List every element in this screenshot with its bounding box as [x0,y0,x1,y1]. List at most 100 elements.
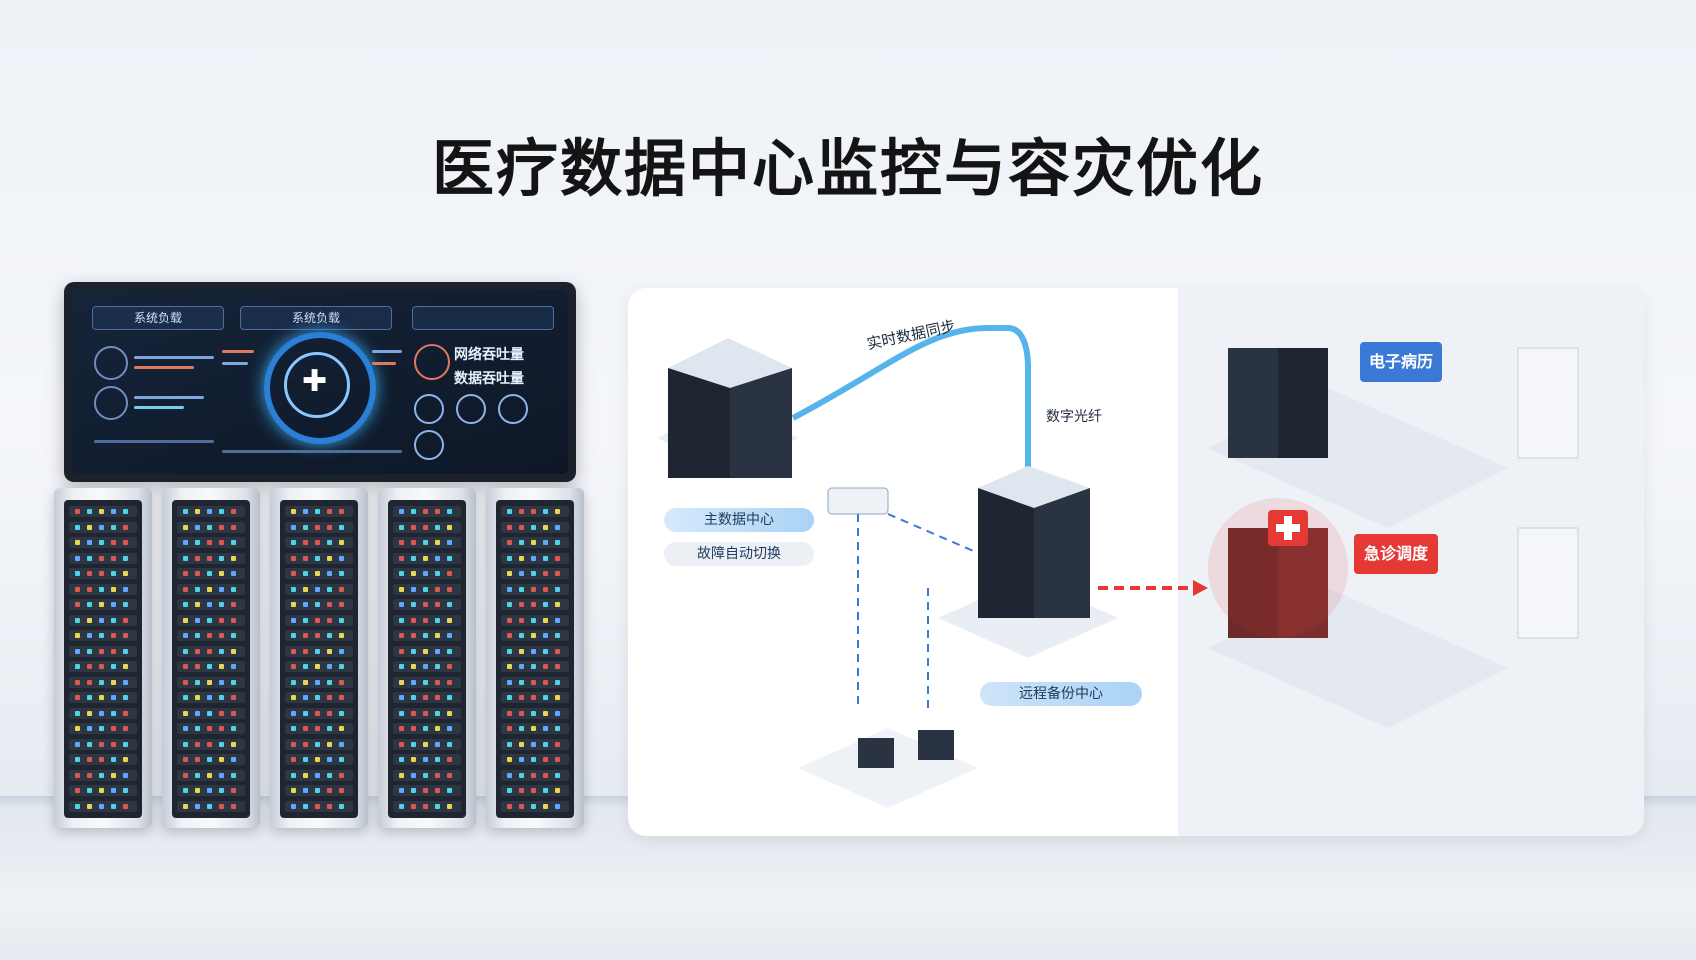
server-slot [285,738,353,750]
status-led [315,524,320,530]
status-led [507,602,512,607]
status-led [291,710,296,716]
status-led [111,726,116,731]
status-led [507,664,512,669]
status-led [507,788,512,793]
server-slot [285,630,353,641]
status-led [99,710,104,716]
sync-pipe [791,325,1031,478]
status-led [531,695,536,700]
status-led [303,772,308,778]
server-slot [69,769,137,781]
failover-label: 故障自动切换 [664,542,814,566]
status-led [327,617,332,623]
server-slot [69,552,137,564]
server-slot [177,599,245,610]
status-led [87,788,92,793]
status-led [519,540,524,545]
rack-face [172,500,250,818]
server-slot [285,723,353,734]
status-led [207,648,212,654]
status-led [435,710,440,716]
box-icon [94,386,128,420]
diagram-graphics [658,325,1579,808]
status-led [123,757,128,762]
server-slot [501,676,569,688]
status-led [315,741,320,747]
status-led [555,555,560,561]
status-led [123,633,128,638]
status-strip [412,306,554,330]
status-led [315,648,320,654]
status-led [411,648,416,654]
status-led [423,788,428,793]
status-led [183,710,188,716]
status-led [195,772,200,778]
status-led [423,524,428,530]
server-slot [69,692,137,703]
status-led [111,664,116,669]
status-led [315,695,320,700]
status-led [543,679,548,685]
status-led [183,509,188,514]
server-slot [69,614,137,626]
status-led [231,617,236,623]
status-led [219,726,224,731]
status-led [195,679,200,685]
status-led [327,602,332,607]
status-led [531,633,536,638]
status-led [411,741,416,747]
status-led [411,540,416,545]
status-led [111,571,116,576]
status-led [87,602,92,607]
status-led [207,710,212,716]
status-led [183,726,188,731]
status-led [219,586,224,592]
status-led [507,772,512,778]
status-led [183,648,188,654]
status-led [519,524,524,530]
status-led [231,555,236,561]
status-led [315,710,320,716]
status-led [111,772,116,778]
status-led [231,710,236,716]
status-led [423,509,428,514]
status-led [303,555,308,561]
status-led [87,571,92,576]
status-led [219,741,224,747]
backup-center-label: 远程备份中心 [980,682,1142,706]
status-led [195,710,200,716]
status-led [423,772,428,778]
status-led [543,664,548,669]
status-led [327,679,332,685]
status-led [183,772,188,778]
status-led [543,788,548,793]
status-led [447,788,452,793]
status-led [231,679,236,685]
status-led [111,555,116,561]
status-led [219,509,224,514]
status-led [219,602,224,607]
status-led [303,741,308,747]
status-led [111,788,116,793]
person-icon [94,346,128,380]
status-led [435,586,440,592]
status-led [327,555,332,561]
status-led [423,571,428,576]
status-led [75,695,80,700]
status-led [87,524,92,530]
status-led [231,540,236,545]
status-led [399,679,404,685]
server-slot [177,614,245,626]
status-led [423,679,428,685]
status-led [399,726,404,731]
status-led [303,617,308,623]
status-led [207,726,212,731]
status-led [183,788,188,793]
server-slot [177,537,245,548]
status-led [399,695,404,700]
status-led [207,524,212,530]
status-led [339,524,344,530]
status-led [195,617,200,623]
status-led [87,757,92,762]
